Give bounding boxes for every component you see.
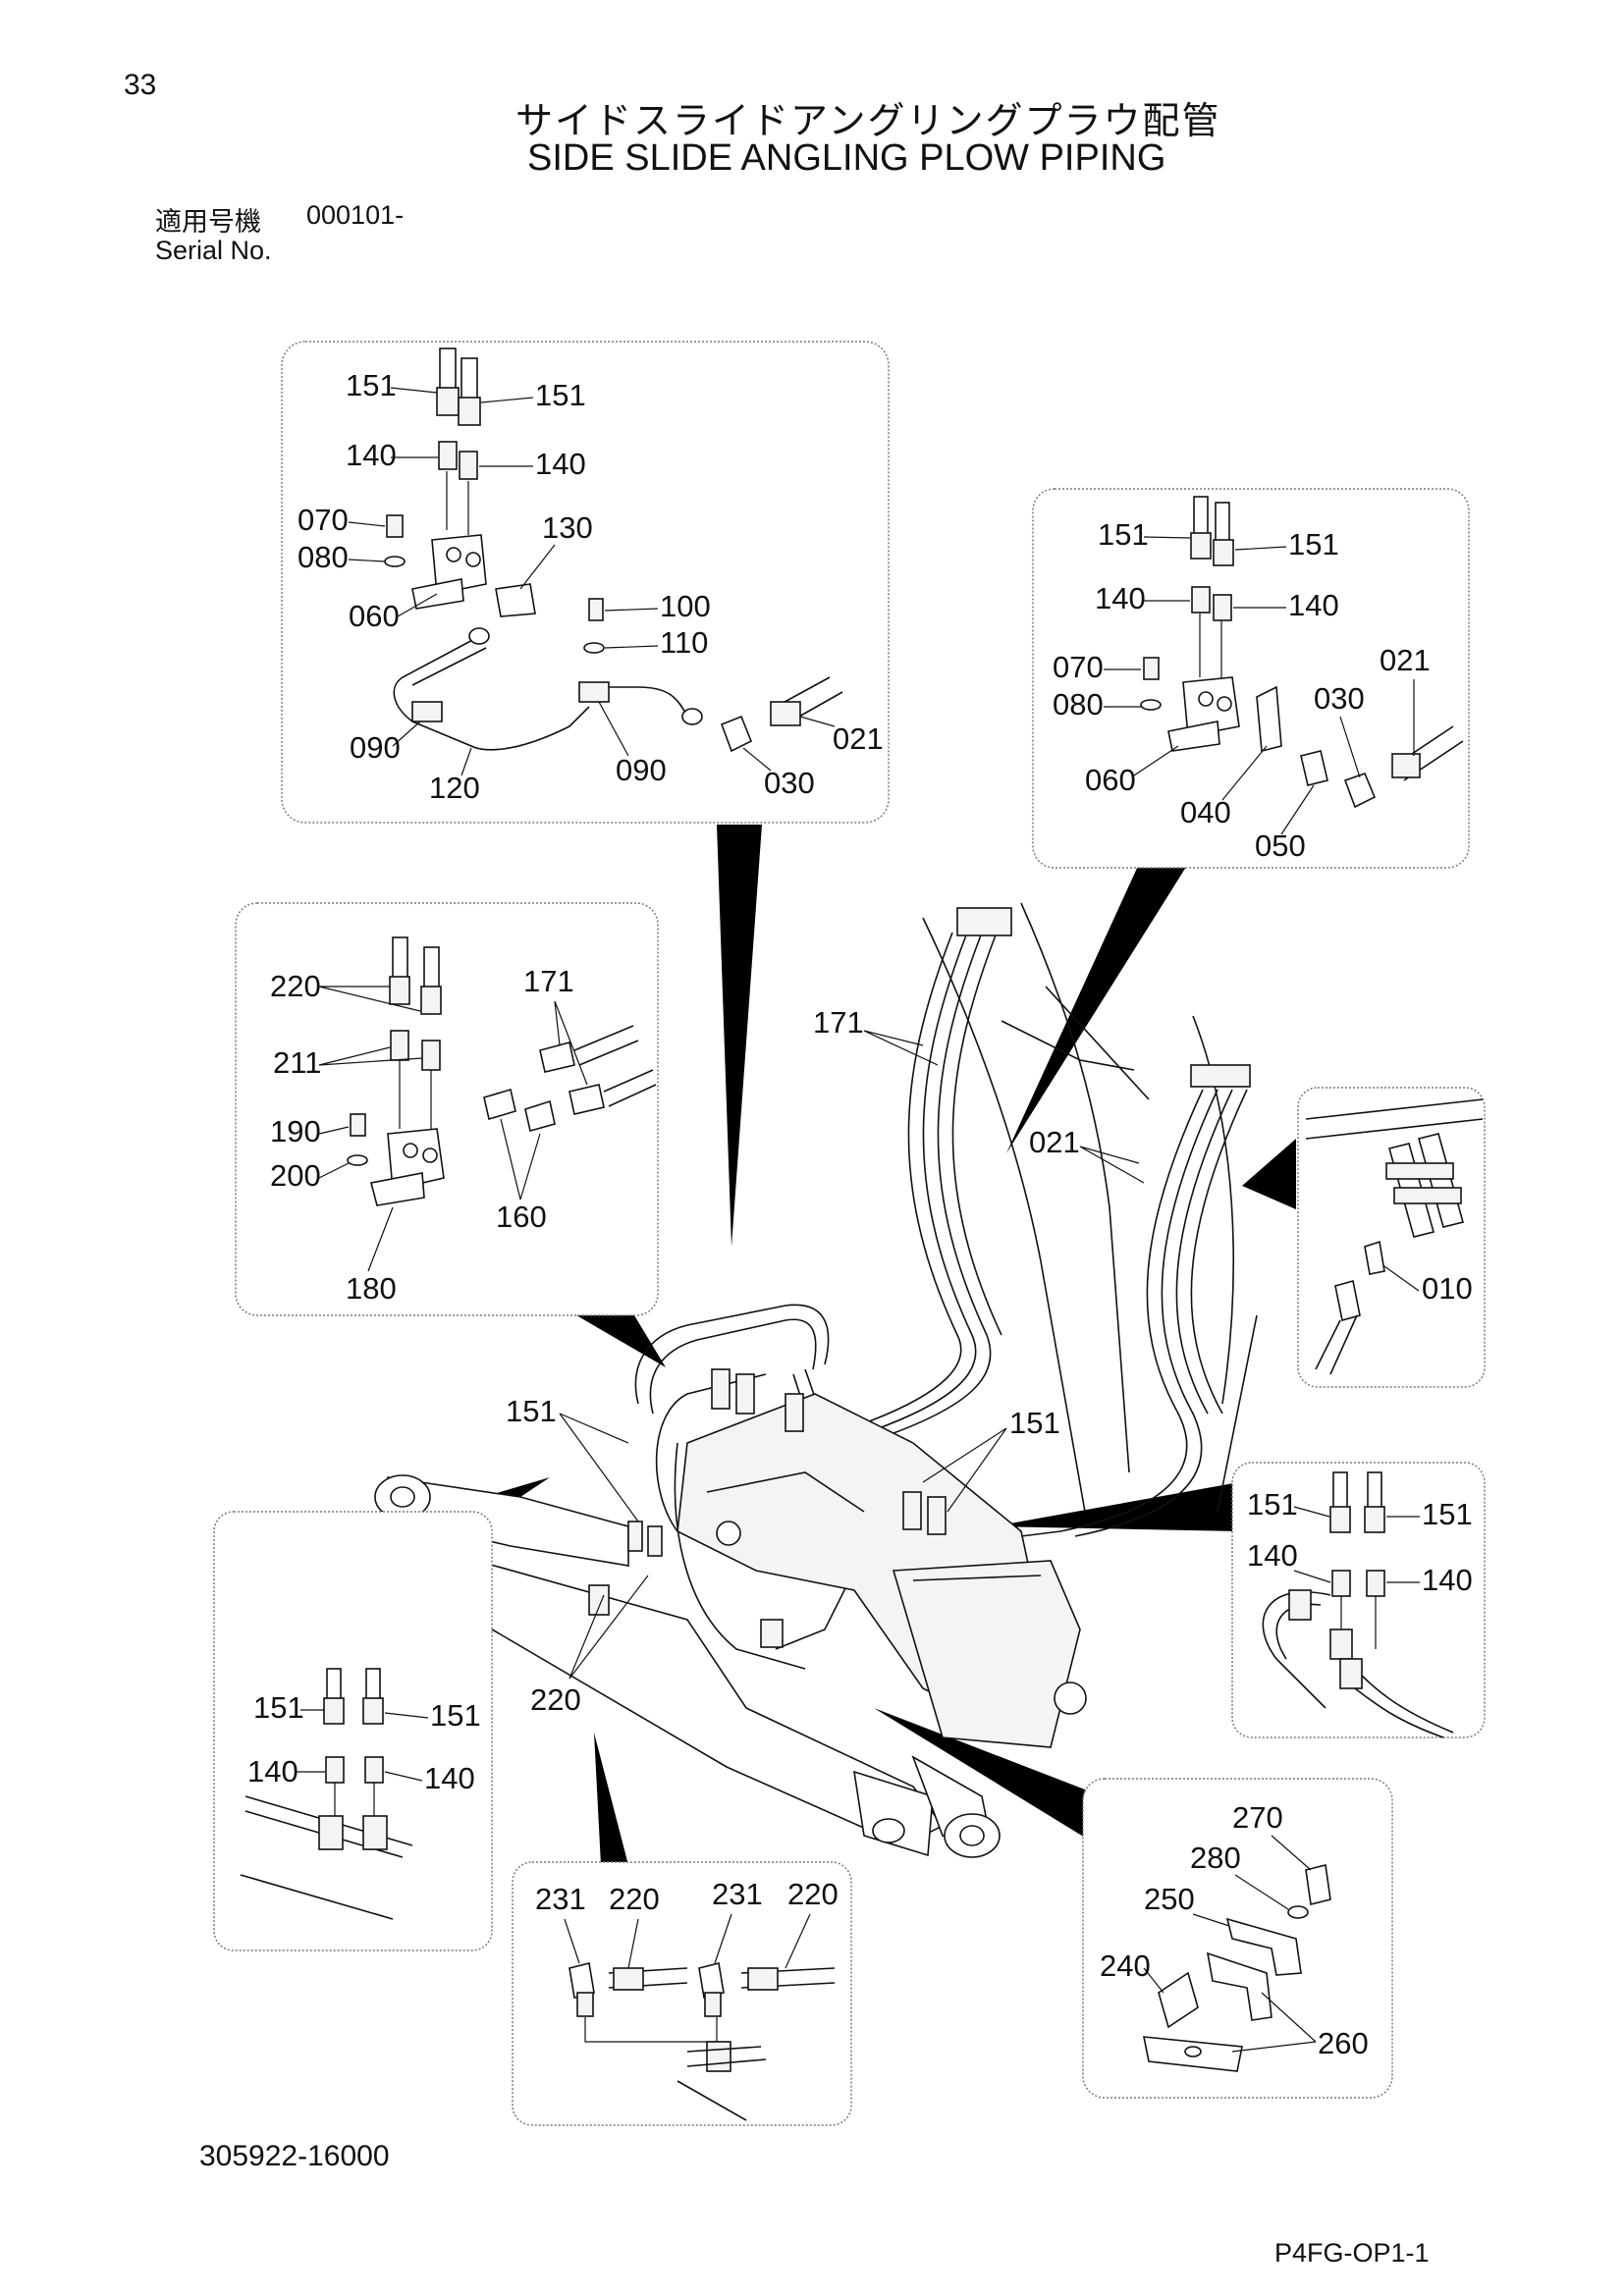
detail-a-valve-piping: 151 151 140 140 070 080 060 130 100 110 … [281,341,890,824]
page-title-english: SIDE SLIDE ANGLING PLOW PIPING [527,137,1166,179]
main-assembly: 171 021 151 151 220 [374,902,1258,1858]
callout-250-h: 250 [1144,1882,1195,1916]
callout-021-main: 021 [1029,1125,1080,1159]
callout-220-c: 220 [270,969,321,1003]
callout-171-c: 171 [523,964,574,998]
callout-180-c: 180 [346,1271,397,1306]
callout-050-b: 050 [1255,828,1306,863]
callout-160-c: 160 [496,1200,547,1234]
detail-d-connector: 010 [1297,1087,1486,1388]
detail-c-valve-piping: 220 171 211 190 200 160 180 [235,902,659,1316]
drawing-number: 305922-16000 [199,2140,390,2172]
callout-220-g-right: 220 [787,1877,839,1911]
callout-231-g-right: 231 [712,1877,763,1911]
callout-151-a-left: 151 [346,368,397,402]
callout-140-f-right: 140 [424,1761,475,1795]
callout-140-f-left: 140 [247,1754,298,1789]
callout-060-a: 060 [349,599,400,633]
page-title-japanese: サイドスライドアングリングプラウ配管 [515,99,1221,142]
callout-140-a-left: 140 [346,438,397,472]
callout-200-c: 200 [270,1158,321,1193]
callout-140-a-right: 140 [535,447,586,481]
callout-110-a: 110 [660,625,708,660]
callout-151-b-right: 151 [1288,527,1339,561]
callout-151-a-right: 151 [535,378,586,412]
callout-151-main-left: 151 [506,1394,557,1428]
callout-151-e-right: 151 [1422,1497,1473,1531]
page-code: P4FG-OP1-1 [1274,2238,1430,2268]
callout-151-main-right: 151 [1009,1406,1060,1440]
callout-030-a: 030 [764,766,815,800]
callout-171-main: 171 [813,1005,864,1040]
callout-021-a: 021 [833,721,884,756]
callout-211-c: 211 [273,1045,321,1080]
page-number: 33 [124,69,157,101]
detail-b-valve-piping: 151 151 140 140 070 080 060 021 030 040 … [1032,488,1470,869]
callout-120-a: 120 [429,771,480,805]
detail-h-clamp: 270 280 250 240 260 [1082,1778,1393,2099]
callout-220-g-left: 220 [609,1882,660,1916]
callout-260-h: 260 [1318,2026,1369,2060]
callout-090-a-left: 090 [350,730,401,765]
callout-060-b: 060 [1085,763,1136,797]
detail-f-fittings: 151 151 140 140 [213,1511,493,1951]
callout-040-b: 040 [1180,795,1231,829]
callout-080-b: 080 [1053,687,1104,721]
callout-010-d: 010 [1422,1271,1473,1306]
callout-090-a-right: 090 [616,753,667,787]
callout-231-g-left: 231 [535,1882,586,1916]
callout-151-f-right: 151 [430,1698,481,1733]
serial-label-english: Serial No. [155,236,272,265]
detail-e-fittings: 151 151 140 140 [1231,1462,1486,1738]
callout-140-b-right: 140 [1288,588,1339,622]
callout-070-a: 070 [298,503,349,537]
callout-140-e-right: 140 [1422,1563,1473,1597]
detail-g-fittings: 231 220 231 220 [512,1861,852,2126]
callout-240-h: 240 [1100,1949,1151,1983]
callout-220-main: 220 [530,1682,581,1717]
callout-080-a: 080 [298,540,349,574]
callout-100-a: 100 [660,589,711,623]
serial-range: 000101- [306,200,405,230]
callout-021-b: 021 [1380,643,1431,677]
callout-190-c: 190 [270,1114,321,1148]
callout-130-a: 130 [542,510,593,545]
callout-280-h: 280 [1190,1841,1241,1875]
callout-151-e-left: 151 [1247,1487,1298,1522]
callout-270-h: 270 [1232,1800,1283,1835]
callout-070-b: 070 [1053,650,1104,684]
callout-140-b-left: 140 [1095,581,1146,615]
callout-151-b-left: 151 [1098,517,1149,552]
callout-030-b: 030 [1314,681,1365,716]
serial-label-japanese: 適用号機 [155,207,261,238]
callout-140-e-left: 140 [1247,1538,1298,1573]
callout-151-f-left: 151 [253,1690,304,1725]
